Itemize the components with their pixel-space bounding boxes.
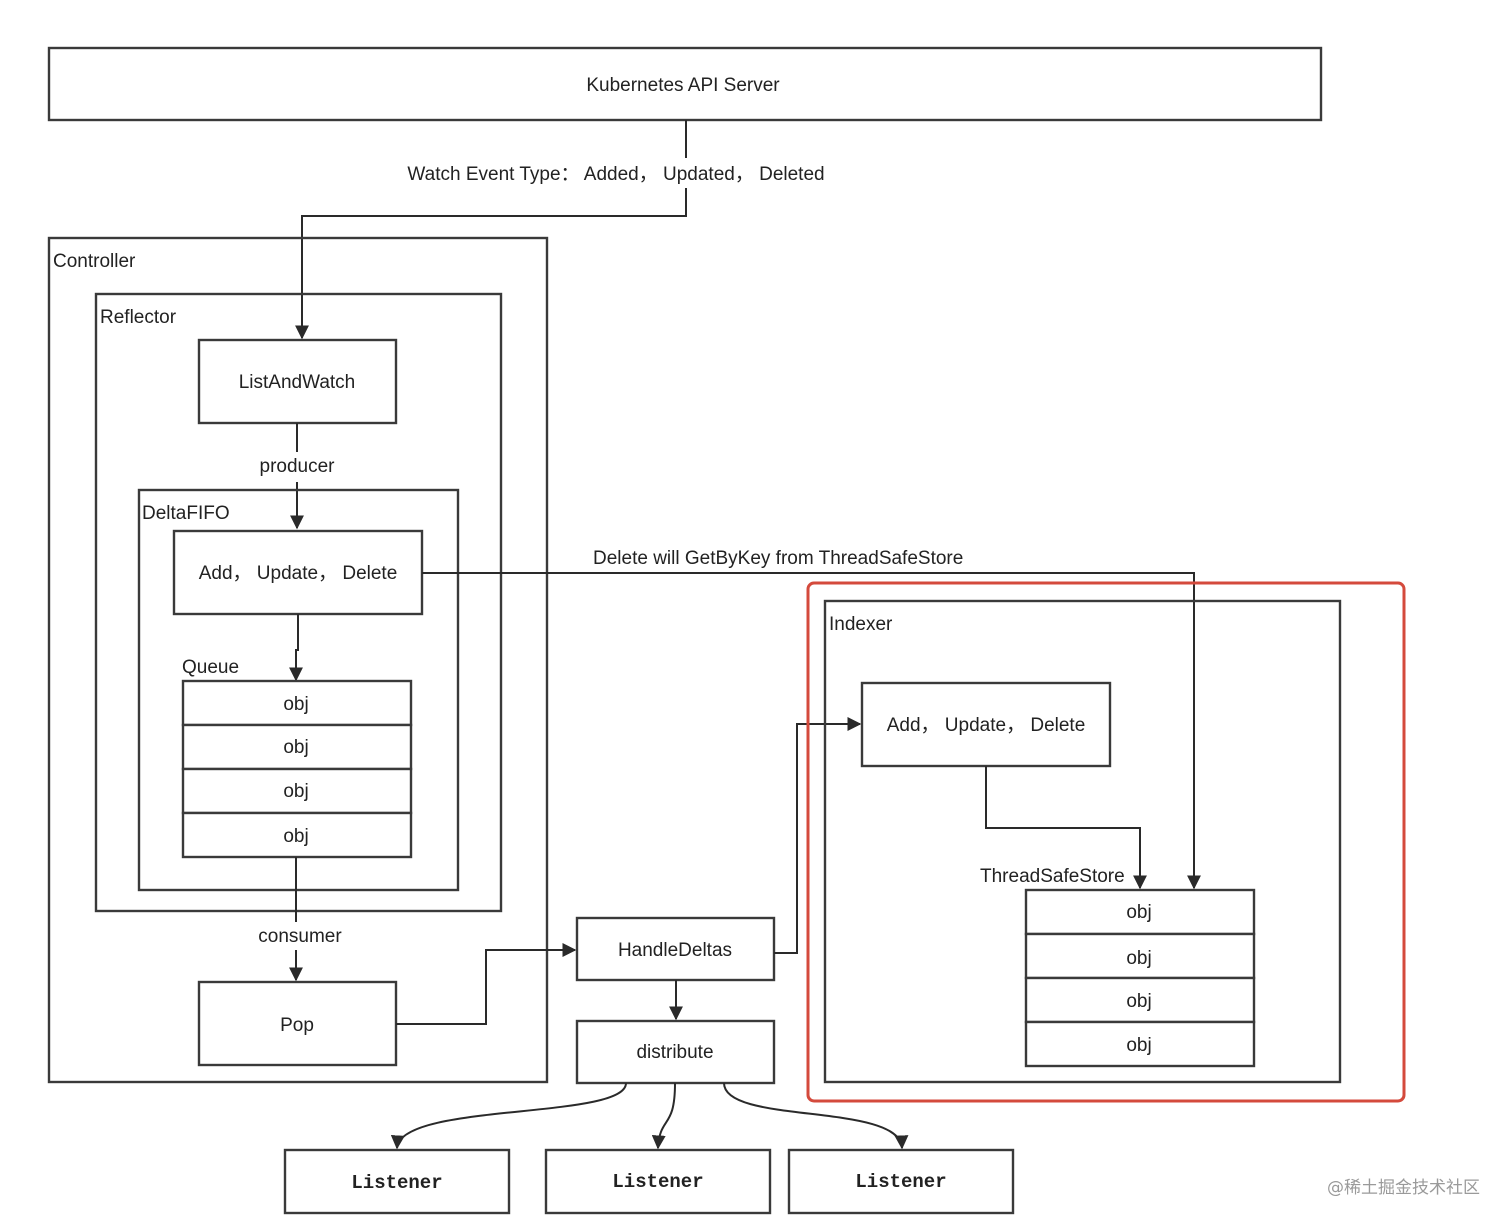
store-stack: obj obj obj obj <box>1024 888 1256 1068</box>
indexer-to-store-edge <box>985 766 1147 890</box>
indexer-label: Indexer <box>829 614 893 635</box>
queue-item: obj <box>283 826 308 847</box>
api-server-box <box>47 46 1323 122</box>
store-row <box>1024 976 1256 1024</box>
fifo-to-queue-edge <box>289 614 303 682</box>
watch-edge <box>295 120 687 340</box>
deltafifo-frame <box>137 488 460 892</box>
watch-label-bg <box>404 158 830 188</box>
watch-event-label: Watch Event Type： Added， Updated， Delete… <box>407 164 824 185</box>
store-row <box>1024 1020 1256 1068</box>
store-item: obj <box>1126 1035 1151 1056</box>
distribute-to-listener-3-edge <box>723 1082 909 1150</box>
reflector-frame <box>94 292 503 913</box>
queue-label: Queue <box>182 657 239 678</box>
pop-label: Pop <box>280 1015 314 1036</box>
api-server-label: Kubernetes API Server <box>586 75 780 96</box>
store-row <box>1024 932 1256 980</box>
listener-box <box>283 1148 511 1215</box>
queue-item: obj <box>283 694 308 715</box>
queue-stack: obj obj obj obj <box>181 679 413 859</box>
store-item: obj <box>1126 948 1151 969</box>
deltafifo-label: DeltaFIFO <box>142 503 230 524</box>
handle-deltas-box <box>575 916 776 982</box>
store-row <box>1024 888 1256 936</box>
fifo-ops-label: Add， Update， Delete <box>199 563 398 584</box>
queue-item: obj <box>283 781 308 802</box>
distribute-label: distribute <box>636 1042 713 1063</box>
delete-getbykey-edge <box>422 572 1201 890</box>
list-and-watch-box <box>197 338 398 425</box>
handle-to-indexer-edge <box>774 717 862 954</box>
indexer-highlight <box>806 581 1406 1103</box>
listener-label: Listener <box>855 1171 946 1193</box>
store-item: obj <box>1126 991 1151 1012</box>
indexer-frame <box>823 599 1342 1084</box>
queue-item: obj <box>283 737 308 758</box>
watermark: @稀土掘金技术社区 <box>1327 1178 1480 1198</box>
store-item: obj <box>1126 902 1151 923</box>
producer-label: producer <box>260 456 336 477</box>
thread-safe-store-label: ThreadSafeStore <box>980 866 1125 887</box>
distribute-to-listener-1-edge <box>390 1082 627 1150</box>
queue-row <box>181 811 413 859</box>
indexer-ops-box <box>860 681 1112 768</box>
listener-box <box>787 1148 1015 1215</box>
controller-label: Controller <box>53 251 136 272</box>
list-and-watch-label: ListAndWatch <box>239 372 356 393</box>
handle-deltas-label: HandleDeltas <box>618 940 732 961</box>
indexer-ops-label: Add， Update， Delete <box>887 715 1086 736</box>
listener-box <box>544 1148 772 1215</box>
delete-note-label: Delete will GetByKey from ThreadSafeStor… <box>593 548 963 569</box>
consumer-label: consumer <box>258 926 342 947</box>
controller-frame <box>47 236 549 1084</box>
distribute-to-listener-2-edge <box>651 1082 676 1150</box>
reflector-label: Reflector <box>100 307 177 328</box>
listener-label: Listener <box>612 1171 703 1193</box>
pop-to-handle-edge <box>396 943 577 1025</box>
listener-label: Listener <box>351 1172 442 1194</box>
